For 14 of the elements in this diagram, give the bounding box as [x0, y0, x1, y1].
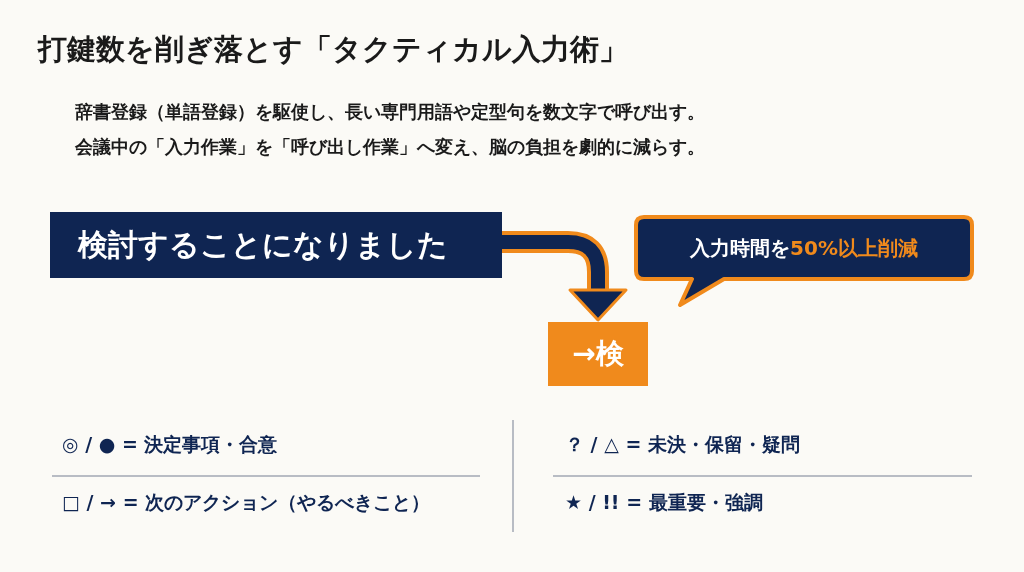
description-text: 辞書登録（単語登録）を駆使し、長い専門用語や定型句を数文字で呼び出す。 [75, 101, 705, 124]
node-text: →検 [572, 336, 624, 372]
node-text: 検討することになりました [78, 225, 448, 264]
speech-bubble [634, 215, 974, 307]
abbreviation-box [548, 322, 648, 386]
legend-entry: □ / → = 次のアクション（やるべきこと） [62, 490, 431, 515]
node-text: 入力時間を50%以上削減 [689, 234, 919, 262]
description-text: 会議中の「入力作業」を「呼び出し作業」へ変え、脳の負担を劇的に減らす。 [75, 136, 705, 159]
title: 打鍵数を削ぎ落とす「タクティカル入力術」 [38, 31, 628, 68]
title-banner [50, 212, 502, 278]
legend-entry: ？ / △ = 未決・保留・疑問 [565, 432, 800, 457]
legend-entry: ★ / !! = 最重要・強調 [565, 490, 763, 515]
arrow [502, 231, 628, 322]
legend-entry: ◎ / ● = 決定事項・合意 [62, 432, 278, 457]
